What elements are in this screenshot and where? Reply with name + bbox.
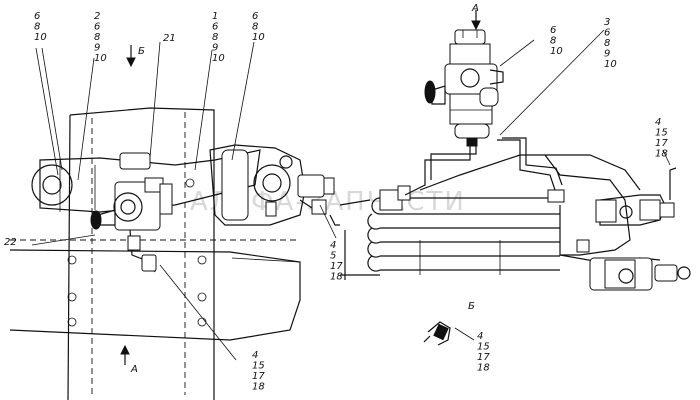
bolt-hole	[67, 317, 77, 327]
pivot-bracket	[31, 149, 261, 213]
callout-c-22: 22	[4, 237, 17, 248]
leader-lines	[31, 29, 671, 361]
bolt-hole	[197, 292, 207, 302]
bolt-hole	[67, 292, 77, 302]
callout-number: 4	[252, 350, 258, 361]
callout-number: 9	[604, 49, 610, 60]
frame-member	[9, 107, 301, 400]
callout-number: 3	[604, 17, 610, 28]
callout-number: 22	[4, 237, 17, 248]
callout-number: 8	[252, 22, 258, 33]
callout-number: 6	[94, 22, 100, 33]
callout-number: 10	[604, 59, 617, 70]
callout-number: 4	[330, 240, 336, 251]
view-label-b-detail: Б	[468, 301, 475, 312]
regulator-block	[209, 144, 340, 226]
hydraulic-lines	[404, 137, 563, 196]
callout-number: 18	[477, 363, 490, 374]
view-arrows	[120, 10, 481, 365]
callout-number: 15	[655, 128, 668, 139]
callout-number: 9	[212, 43, 218, 54]
control-valve-top	[424, 29, 504, 147]
callout-number: 18	[330, 272, 343, 283]
clamp	[119, 152, 151, 170]
callout-number: 8	[212, 32, 218, 43]
callout-number: 6	[604, 28, 610, 39]
callout-number: 6	[252, 11, 258, 22]
callout-number: 8	[94, 32, 100, 43]
callout-number: 18	[655, 149, 668, 160]
callout-number: 8	[550, 36, 556, 47]
bolt-hole	[67, 255, 77, 265]
callout-number: 6	[212, 22, 218, 33]
view-label-a-top: А	[471, 3, 479, 14]
callout-number: 18	[252, 382, 265, 393]
callout-number: 10	[550, 46, 563, 57]
callout-number: 10	[212, 53, 225, 64]
detail-fitting	[423, 321, 451, 346]
callout-number: 8	[604, 38, 610, 49]
callout-number: 6	[550, 25, 556, 36]
callout-number: 10	[94, 53, 107, 64]
callout-number: 9	[94, 43, 100, 54]
callout-number: 15	[477, 342, 490, 353]
callout-number: 4	[477, 331, 483, 342]
callout-number: 10	[34, 32, 47, 43]
callout-number: 21	[163, 33, 176, 44]
valve-assembly-left	[90, 177, 173, 273]
callout-number: 8	[34, 22, 40, 33]
view-label-a-bottom: А	[130, 364, 138, 375]
bolt-hole	[185, 178, 195, 188]
bolt-hole	[197, 317, 207, 327]
callout-number: 1	[212, 11, 218, 22]
callout-number: 10	[252, 32, 265, 43]
callout-number: 4	[655, 117, 661, 128]
callout-number: 17	[477, 352, 490, 363]
callout-number: 5	[330, 251, 336, 262]
boom-arm	[379, 154, 691, 291]
callout-number: 2	[94, 11, 100, 22]
callout-number: 17	[330, 261, 343, 272]
callout-number: 6	[34, 11, 40, 22]
view-label-b-top: Б	[138, 46, 145, 57]
callout-number: 17	[252, 371, 265, 382]
callout-number: 17	[655, 138, 668, 149]
callout-number: 15	[252, 361, 265, 372]
callout-c-21: 21	[163, 33, 176, 44]
radiator-coil	[339, 197, 560, 280]
bolt-hole	[197, 255, 207, 265]
